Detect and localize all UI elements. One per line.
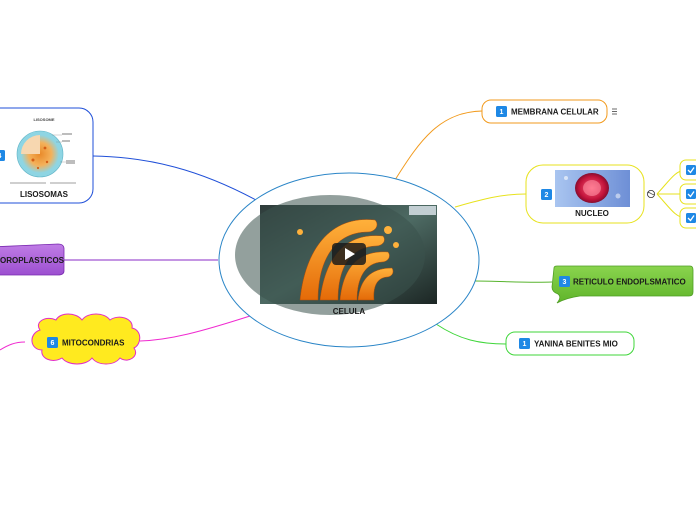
topic-number: 2 xyxy=(545,192,549,199)
topic-number: 3 xyxy=(563,279,567,286)
globe-link-icon[interactable] xyxy=(647,189,656,198)
topic-number: 1 xyxy=(523,341,527,348)
topic-nucleo[interactable]: 2 NUCLEO xyxy=(525,164,645,224)
play-button[interactable] xyxy=(332,243,366,265)
nucleo-subtopic-3[interactable] xyxy=(679,207,696,229)
topic-label: NUCLEO xyxy=(575,209,609,218)
topic-number-badge xyxy=(47,337,58,348)
notes-icon[interactable] xyxy=(612,108,617,115)
topic-number-badge xyxy=(519,338,530,349)
connector-mitocondrias-left xyxy=(0,341,26,351)
checkbox-icon[interactable] xyxy=(686,165,696,175)
golgi-illustration xyxy=(297,219,399,301)
topic-label: YANINA BENITES MIO xyxy=(534,340,618,349)
play-icon xyxy=(345,248,355,260)
lisosome-image: LISOSOME xyxy=(8,113,80,189)
topic-label: RETICULO ENDOPLSMATICO xyxy=(573,278,686,287)
video-logo xyxy=(409,206,436,215)
topic-label: MEMBRANA CELULAR xyxy=(511,108,599,117)
topic-number: 1 xyxy=(500,109,504,116)
topic-number: 6 xyxy=(51,340,55,347)
topic-reticulo-endoplasmatico[interactable]: 3 RETICULO ENDOPLSMATICO xyxy=(551,265,694,304)
connector-membrana xyxy=(394,110,483,181)
central-topic[interactable]: CELULA xyxy=(218,172,480,348)
connectors xyxy=(0,110,686,351)
checkbox-icon[interactable] xyxy=(686,189,696,199)
nucleo-subtopic-1[interactable] xyxy=(679,159,696,181)
topic-cloroplasticos[interactable]: OROPLASTICOS xyxy=(0,243,65,276)
connector-yanina xyxy=(435,323,507,345)
topic-yanina-benites-mio[interactable]: 1 YANINA BENITES MIO xyxy=(505,331,635,356)
topic-label: LISOSOMAS xyxy=(20,190,69,199)
central-topic-label: CELULA xyxy=(333,307,366,316)
connector-reticulo xyxy=(474,280,553,283)
topic-lisosomas[interactable]: 4 LISOSOME LISOSOMAS xyxy=(0,107,94,204)
topic-number-badge xyxy=(496,106,507,117)
topic-number: 4 xyxy=(0,153,2,160)
topic-label: OROPLASTICOS xyxy=(0,256,65,265)
topic-mitocondrias[interactable]: 6 MITOCONDRIAS xyxy=(31,313,141,365)
checkbox-icon[interactable] xyxy=(686,213,696,223)
connector-nucleo xyxy=(454,193,527,208)
topic-number-badge xyxy=(541,189,552,200)
nucleo-image xyxy=(555,170,630,207)
topic-label: MITOCONDRIAS xyxy=(62,339,125,348)
connector-lisosomas xyxy=(92,155,257,201)
topic-membrana-celular[interactable]: 1 MEMBRANA CELULAR xyxy=(481,99,608,124)
topic-number-badge xyxy=(559,276,570,287)
video-thumbnail[interactable] xyxy=(235,195,437,315)
image-title: LISOSOME xyxy=(33,117,54,122)
nucleo-subtopic-2[interactable] xyxy=(679,183,696,205)
topic-number-badge xyxy=(0,150,5,161)
connector-mitocondrias xyxy=(139,315,251,342)
